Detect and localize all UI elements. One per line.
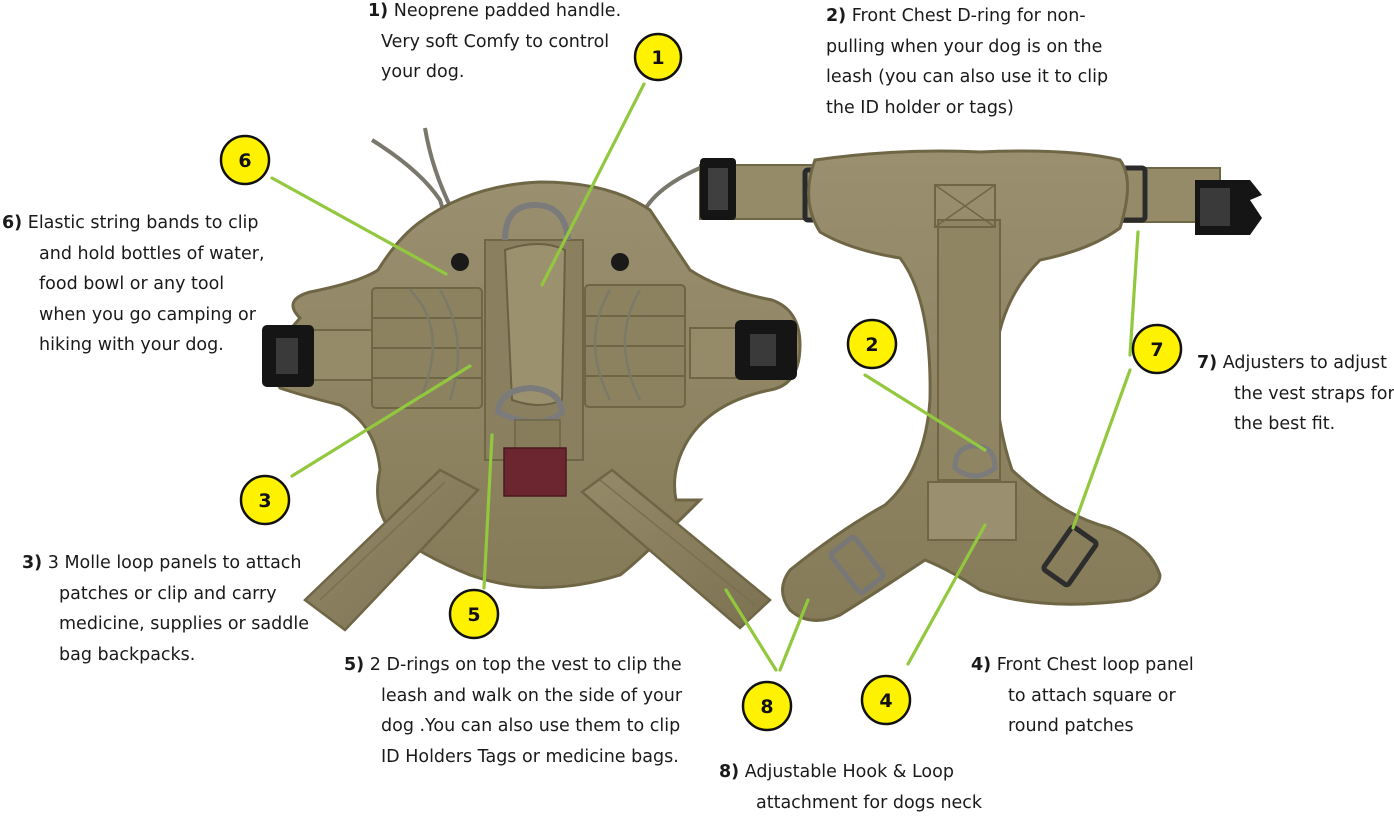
callout-6-line-3: food bowl or any tool [2, 269, 265, 300]
badge-7-label: 7 [1150, 339, 1163, 361]
callout-2: 2) Front Chest D-ring for non- pulling w… [826, 1, 1108, 123]
badge-1: 1 [635, 34, 681, 80]
callout-6-line-5: hiking with your dog. [2, 330, 265, 361]
badge-5-label: 5 [467, 604, 480, 626]
badge-7: 7 [1133, 325, 1181, 373]
callout-6-line-2: and hold bottles of water, [2, 239, 265, 270]
badge-5: 5 [450, 590, 498, 638]
callout-4: 4) Front Chest loop panel to attach squa… [971, 650, 1194, 742]
badge-2: 2 [848, 320, 896, 368]
callout-6-number: 6) [2, 213, 22, 233]
callout-3: 3) 3 Molle loop panels to attach patches… [22, 548, 309, 670]
badge-2-label: 2 [865, 334, 878, 356]
callout-8-line-1: Adjustable Hook & Loop [745, 762, 954, 782]
callout-3-line-4: bag backpacks. [22, 640, 309, 671]
badge-8-label: 8 [760, 696, 773, 718]
callout-5-number: 5) [344, 655, 364, 675]
callout-4-line-3: round patches [971, 711, 1194, 742]
callout-7-line-1: Adjusters to adjust [1223, 353, 1387, 373]
callout-5-line-3: dog .You can also use them to clip [344, 711, 682, 742]
callout-2-line-3: leash (you can also use it to clip [826, 62, 1108, 93]
badge-3-label: 3 [258, 490, 271, 512]
callout-3-number: 3) [22, 553, 42, 573]
callout-7-line-2: the vest straps for [1197, 379, 1394, 410]
callout-6-line-4: when you go camping or [2, 300, 265, 331]
callout-1-line-1: Neoprene padded handle. [394, 1, 621, 21]
callout-2-line-4: the ID holder or tags) [826, 93, 1108, 124]
callout-3-line-1: 3 Molle loop panels to attach [48, 553, 302, 573]
callout-7-number: 7) [1197, 353, 1217, 373]
callout-3-line-3: medicine, supplies or saddle [22, 609, 309, 640]
callout-5: 5) 2 D-rings on top the vest to clip the… [344, 650, 682, 772]
callout-7-line-3: the best fit. [1197, 409, 1394, 440]
callout-1-number: 1) [368, 1, 388, 21]
callout-4-line-1: Front Chest loop panel [997, 655, 1194, 675]
callout-4-line-2: to attach square or [971, 681, 1194, 712]
callout-7: 7) Adjusters to adjust the vest straps f… [1197, 348, 1394, 440]
callout-8-line-2: attachment for dogs neck [719, 788, 982, 818]
leader-7b [1073, 370, 1130, 528]
badge-4: 4 [862, 676, 910, 724]
callout-8: 8) Adjustable Hook & Loop attachment for… [719, 757, 982, 818]
callout-6: 6) Elastic string bands to clip and hold… [2, 208, 265, 361]
callout-6-line-1: Elastic string bands to clip [28, 213, 259, 233]
callout-1-line-3: your dog. [368, 57, 621, 88]
callout-8-number: 8) [719, 762, 739, 782]
callout-1-line-2: Very soft Comfy to control [368, 27, 621, 58]
callout-2-line-1: Front Chest D-ring for non- [852, 6, 1086, 26]
badge-6: 6 [221, 136, 269, 184]
callout-5-line-2: leash and walk on the side of your [344, 681, 682, 712]
badge-4-label: 4 [879, 690, 892, 712]
callout-4-number: 4) [971, 655, 991, 675]
badge-1-label: 1 [651, 47, 664, 69]
callout-1: 1) Neoprene padded handle. Very soft Com… [368, 0, 621, 88]
callout-3-line-2: patches or clip and carry [22, 579, 309, 610]
callout-5-line-4: ID Holders Tags or medicine bags. [344, 742, 682, 773]
callout-2-line-2: pulling when your dog is on the [826, 32, 1108, 63]
badge-3: 3 [241, 476, 289, 524]
callout-2-number: 2) [826, 6, 846, 26]
badge-6-label: 6 [238, 150, 251, 172]
callout-5-line-1: 2 D-rings on top the vest to clip the [370, 655, 682, 675]
badge-8: 8 [743, 682, 791, 730]
